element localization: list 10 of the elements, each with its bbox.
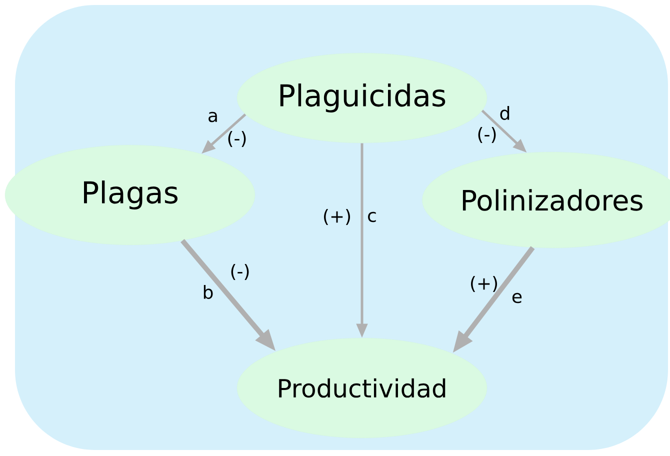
ellipse-node: Productividad (236, 338, 488, 438)
edge-label: a (208, 112, 217, 122)
sign-label: (+) (471, 276, 498, 292)
edge-label: b (204, 285, 213, 299)
sign-label: (+) (324, 208, 350, 225)
edge-label: d (500, 106, 510, 120)
edge-label: e (512, 292, 522, 304)
edge-label: c (368, 212, 376, 222)
sign-label: (-) (231, 264, 249, 280)
ellipse-node: Polinizadores (422, 152, 670, 248)
